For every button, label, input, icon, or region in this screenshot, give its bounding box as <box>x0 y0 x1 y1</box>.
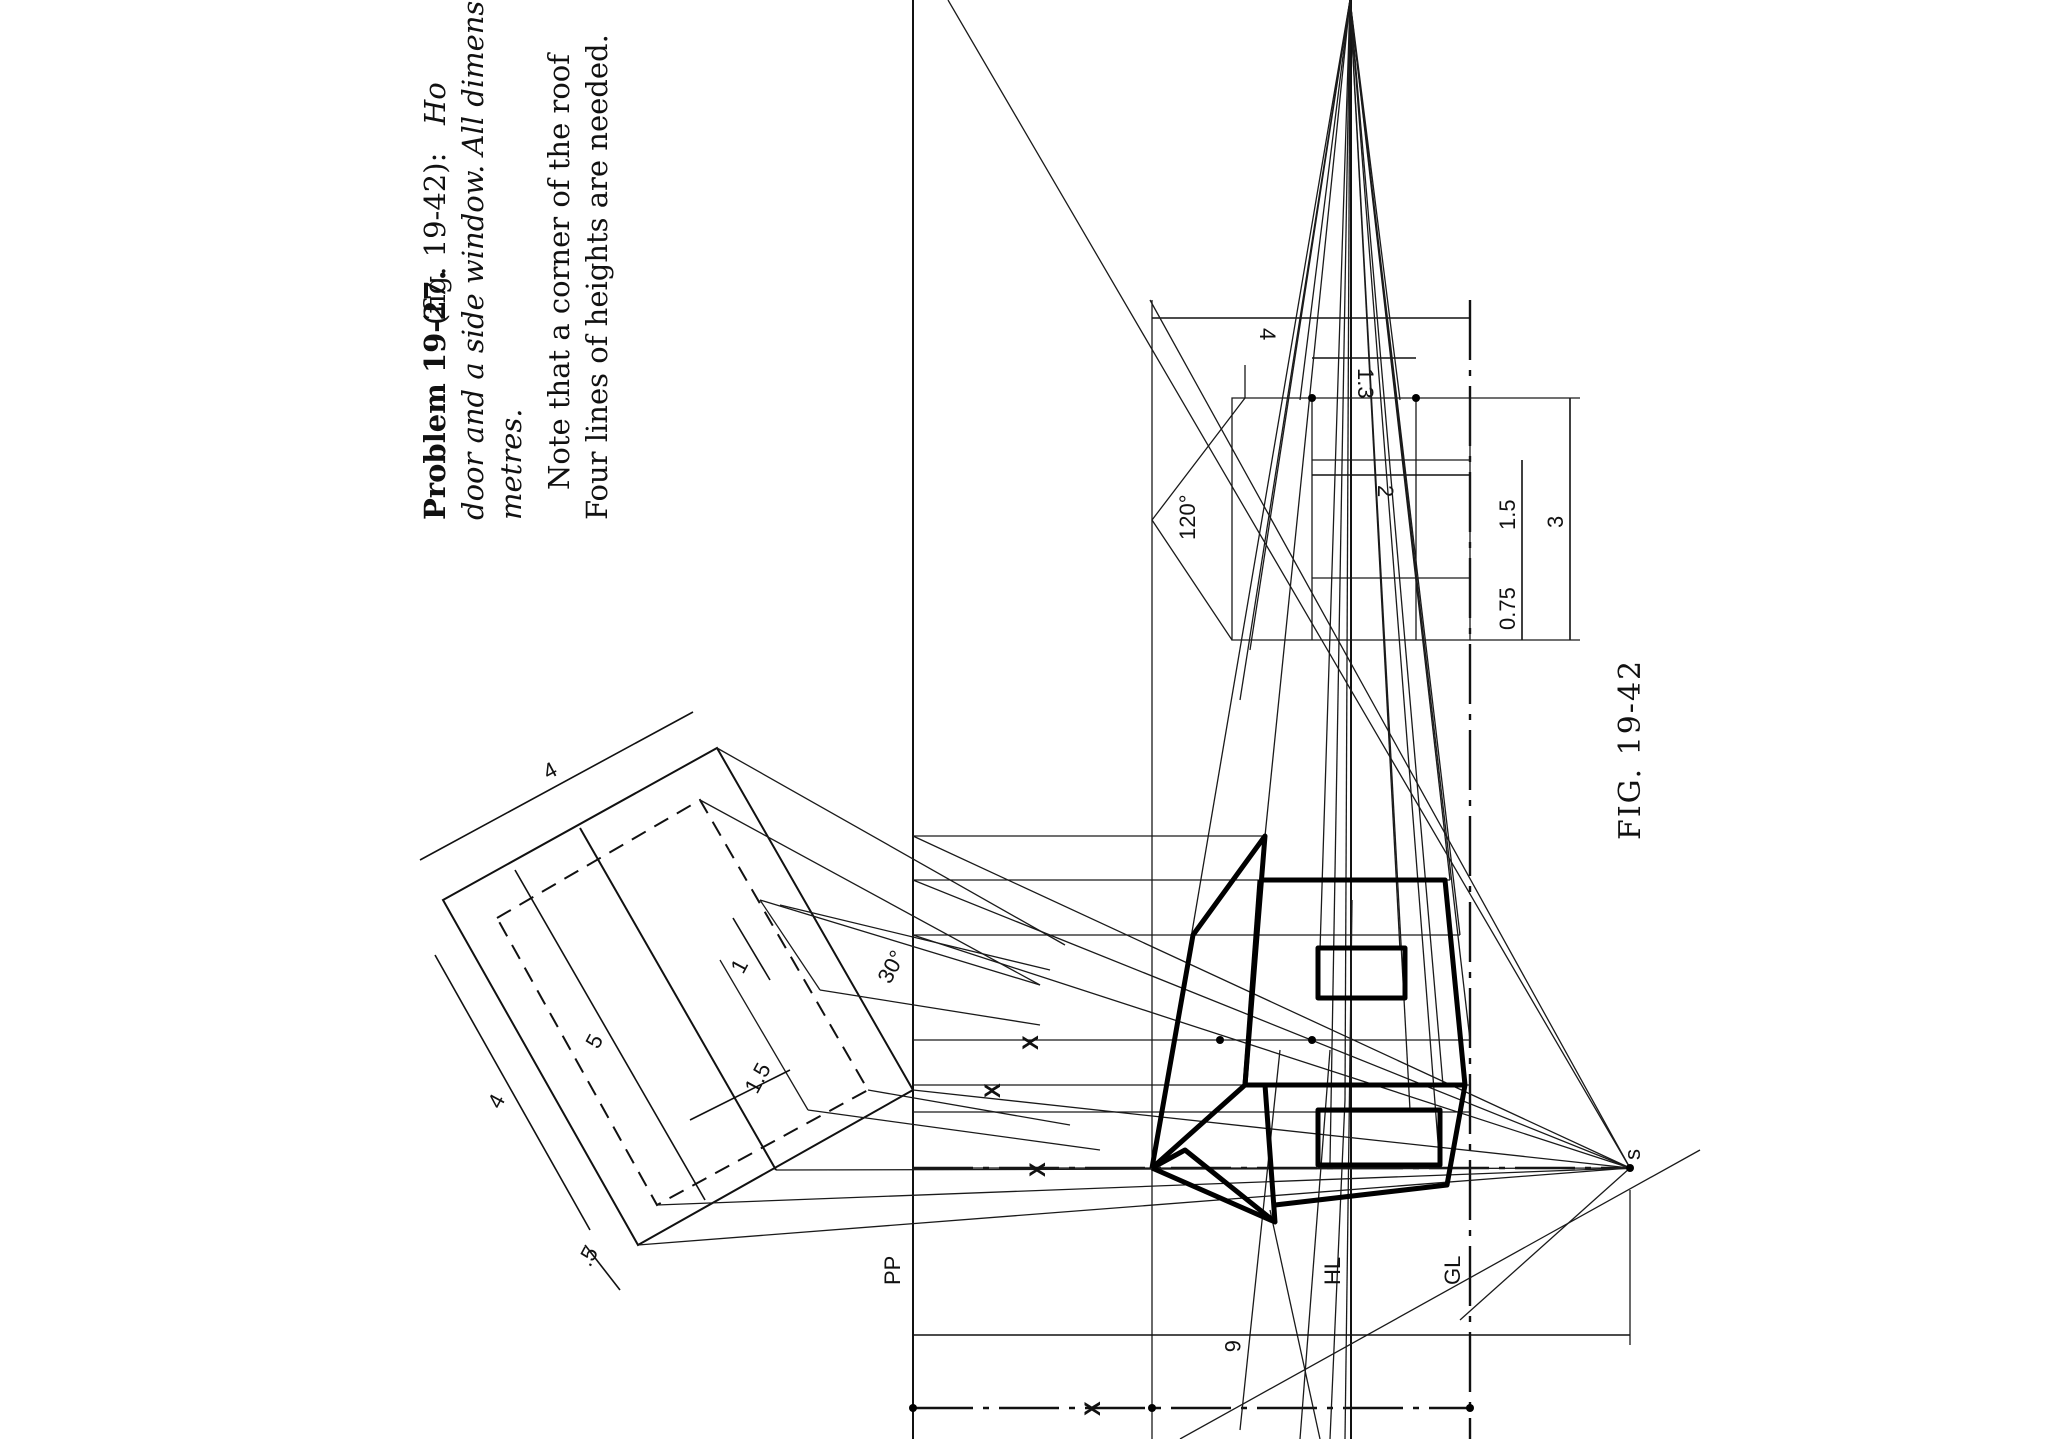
problem-ref: (fig. 19-42): <box>418 153 452 325</box>
station-label-6: 6 <box>1220 1340 1245 1352</box>
diagonal-long-3 <box>1459 1167 1631 1321</box>
elev-label-0-75: 0.75 <box>1495 587 1520 630</box>
diagonal-long-1 <box>947 0 1631 1169</box>
problem-line1-cont: Ho <box>418 82 452 126</box>
problem-number: Problem 19-27. <box>418 270 452 520</box>
label-hl: HL <box>1320 1257 1345 1285</box>
plan-label-5: 5 <box>580 1030 608 1053</box>
x-mark-2: X <box>980 1083 1005 1098</box>
label-s: s <box>1620 1149 1645 1160</box>
plan-door <box>759 899 821 991</box>
plan-overhang <box>495 798 870 1207</box>
elev-angle: 120° <box>1175 494 1200 540</box>
note-line1: Note that a corner of the roof <box>542 52 576 490</box>
plan-dim-1 <box>732 917 771 981</box>
note-line2: Four lines of heights are needed. <box>580 34 614 520</box>
plan-dim-4-top <box>419 711 694 861</box>
plan-label-4b: 4 <box>482 1090 510 1113</box>
problem-line3: metres. <box>494 409 528 520</box>
perspective-house <box>1149 833 1468 1225</box>
plan-label-4a: 4 <box>539 757 562 785</box>
caption-text: FIG. 19-42 <box>1613 659 1648 840</box>
problem-text: Problem 19-27. (fig. 19-42): Ho door and… <box>418 0 614 520</box>
plan-label-1-5: 1.5 <box>739 1059 775 1098</box>
label-gl: GL <box>1440 1256 1465 1285</box>
plan-projectors <box>637 747 1631 1246</box>
plan-dim-1-5 <box>689 1069 791 1121</box>
plan-dim-5 <box>514 869 706 1201</box>
vanishing-lines <box>1151 0 1471 1439</box>
elev-label-3: 3 <box>1543 516 1568 528</box>
plan-ridge <box>579 827 777 1171</box>
elev-label-1-3: 1.3 <box>1353 368 1378 399</box>
x-mark-3: X <box>1025 1162 1050 1177</box>
elev-label-4: 4 <box>1255 328 1280 340</box>
pp-drop-lines <box>913 835 1470 1169</box>
figure-caption: FIG. 19-42 <box>1613 659 1648 840</box>
x-mark-4: X <box>1080 1401 1105 1416</box>
plan-dim-05 <box>584 1244 621 1291</box>
plan-angle: 30° <box>872 946 910 987</box>
plan-window <box>719 959 809 1111</box>
label-pp: PP <box>880 1256 905 1285</box>
plan-label-05: .5 <box>572 1242 603 1270</box>
elev-label-1-5: 1.5 <box>1495 499 1520 530</box>
plan-label-1: 1 <box>725 955 753 978</box>
reference-dots <box>909 394 1634 1412</box>
plan-dim-4-left <box>434 954 591 1231</box>
elevation-roof <box>1151 397 1246 641</box>
x-mark-1: X <box>1018 1035 1043 1050</box>
diagonal-long-4 <box>1179 1149 1701 1439</box>
diagonal-long-2 <box>1149 299 1631 1169</box>
problem-line2: door and a side window. All dimensio <box>456 0 490 520</box>
